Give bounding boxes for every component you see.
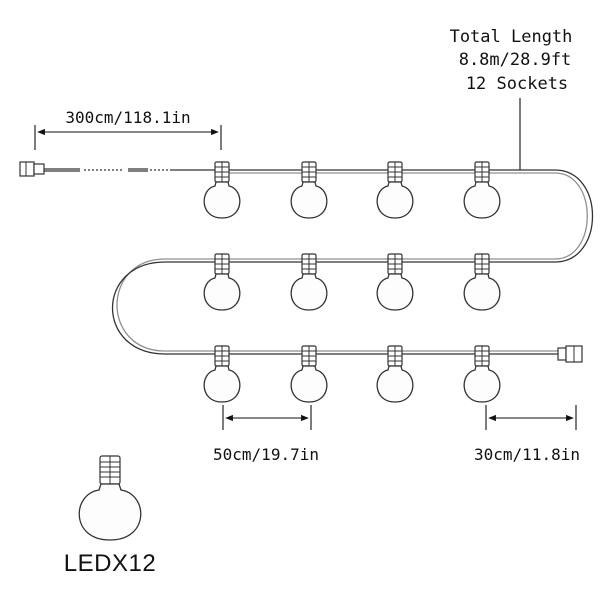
bulb-3 [376, 161, 414, 219]
end-length-label: 30cm/11.8in [474, 445, 580, 464]
bulb-5 [203, 253, 241, 311]
main-cable [111, 169, 594, 355]
lead-length-label: 300cm/118.1in [65, 108, 190, 127]
bulb-8 [463, 253, 501, 311]
bulb-1 [203, 161, 241, 219]
main-cable-inner [116, 172, 588, 352]
bulb-count-label: LEDX12 [64, 550, 156, 577]
lead-wire [44, 168, 220, 172]
bulb-9 [203, 345, 241, 403]
bulb-12 [463, 345, 501, 403]
bulb-4 [463, 161, 501, 219]
output-plug [557, 345, 583, 363]
total-length-label: Total Length [450, 27, 573, 47]
bulb-11 [376, 345, 414, 403]
bulb-spacing-label: 50cm/19.7in [213, 445, 319, 464]
bulb-array [203, 161, 501, 403]
bulb-10 [290, 345, 328, 403]
bulb-6 [290, 253, 328, 311]
led-bulb-icon [78, 455, 142, 541]
input-plug [19, 161, 45, 177]
sockets-count: 12 Sockets [466, 74, 568, 94]
bulb-2 [290, 161, 328, 219]
bulb-7 [376, 253, 414, 311]
total-length-value: 8.8m/28.9ft [459, 50, 572, 70]
